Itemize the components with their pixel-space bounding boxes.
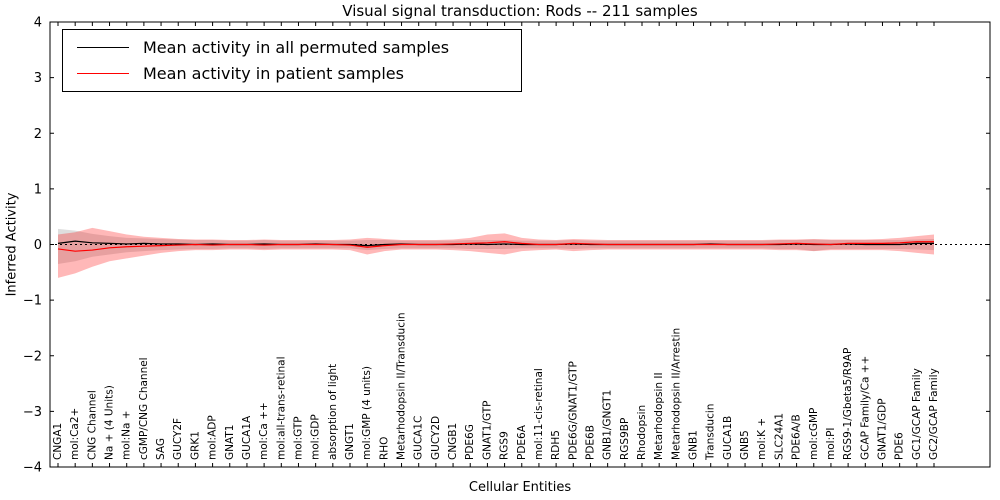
x-tick-label: GNAT1/GDP	[876, 398, 888, 460]
x-tick-label: RDH5	[550, 430, 562, 460]
y-tick-label: 3	[34, 71, 42, 86]
x-tick-label: Rhodopsin	[636, 405, 648, 460]
x-tick-label: GNAT1/GTP	[481, 401, 493, 460]
x-tick-label: mol:ADP	[207, 415, 219, 460]
x-tick-label: mol:11-cis-retinal	[533, 368, 545, 460]
y-tick-label: −4	[23, 461, 42, 476]
x-tick-label: RGS9	[499, 431, 511, 460]
x-tick-label: RGS9-1/Gbeta5/R9AP	[842, 348, 854, 460]
x-axis-label: Cellular Entities	[468, 480, 572, 495]
x-tick-label: GNB1/GNGT1	[602, 390, 614, 460]
x-tick-label: GRK1	[189, 431, 201, 460]
x-tick-label: GUCY2D	[430, 416, 442, 460]
confidence-band-0	[58, 228, 934, 264]
x-tick-label: GUCA1A	[241, 415, 253, 460]
x-tick-label: mol:PI	[825, 427, 837, 460]
y-tick-label: −2	[23, 349, 42, 364]
x-tick-label: absorption of light	[327, 364, 339, 460]
x-tick-label: GC1/GCAP Family	[911, 368, 923, 460]
y-tick-label: 0	[34, 238, 42, 253]
x-tick-label: PDE6B	[584, 425, 596, 460]
x-tick-label: PDE6	[894, 432, 906, 460]
x-tick-label: Transducin	[705, 404, 717, 461]
x-tick-label: mol:Ca2+	[69, 408, 81, 460]
x-tick-label: Na + (4 Units)	[104, 385, 116, 460]
x-tick-label: cGMP/CNG Channel	[138, 357, 150, 460]
x-tick-label: mol:cGMP	[808, 408, 820, 460]
x-tick-label: mol:K +	[756, 418, 768, 460]
x-tick-label: CNG Channel	[86, 390, 98, 460]
y-tick-label: 2	[34, 127, 42, 142]
x-tick-label: GCAP Family/Ca ++	[859, 356, 871, 460]
x-tick-label: GUCA1B	[722, 416, 734, 460]
legend: Mean activity in all permuted samples Me…	[62, 29, 523, 92]
x-tick-label: mol:GDP	[310, 414, 322, 460]
legend-label-patient: Mean activity in patient samples	[143, 64, 404, 83]
red-line-swatch	[77, 73, 129, 74]
x-tick-label: mol:Ca ++	[258, 402, 270, 460]
x-tick-label: GNGT1	[344, 423, 356, 460]
y-tick-label: 1	[34, 182, 42, 197]
x-tick-label: CNGB1	[447, 423, 459, 460]
black-line-swatch	[77, 47, 129, 48]
x-tick-label: PDE6A/B	[791, 414, 803, 460]
x-tick-label: CNGA1	[52, 423, 64, 460]
chart-title: Visual signal transduction: Rods -- 211 …	[342, 2, 698, 20]
series-line-1	[57, 241, 934, 252]
x-tick-label: GNB5	[739, 430, 751, 460]
x-tick-label: PDE6G	[464, 424, 476, 460]
y-tick-label: −1	[23, 294, 42, 309]
x-tick-label: Metarhodopsin II/Arrestin	[670, 328, 682, 460]
x-tick-label: GNAT1	[224, 425, 236, 460]
x-tick-label: SAG	[155, 438, 167, 460]
legend-label-permuted: Mean activity in all permuted samples	[143, 38, 450, 57]
x-tick-label: mol:GTP	[292, 416, 304, 460]
x-tick-label: PDE6G/GNAT1/GTP	[567, 361, 579, 460]
x-tick-label: Metarhodopsin II/Transducin	[396, 312, 408, 460]
x-tick-label: RHO	[378, 437, 390, 460]
x-tick-label: GNB1	[688, 430, 700, 460]
x-tick-label: GUCY2F	[172, 418, 184, 460]
y-tick-label: −3	[23, 405, 42, 420]
x-tick-label: GUCA1C	[413, 416, 425, 460]
x-tick-label: mol:Na +	[121, 410, 133, 460]
x-tick-label: mol:all-trans-retinal	[275, 356, 287, 460]
confidence-band-1	[58, 227, 934, 278]
x-tick-label: SLC24A1	[773, 413, 785, 460]
y-tick-label: 4	[34, 16, 42, 31]
legend-item-patient: Mean activity in patient samples	[77, 64, 507, 83]
x-tick-label: mol:GMP (4 units)	[361, 366, 373, 460]
x-tick-label: GC2/GCAP Family	[928, 368, 940, 460]
x-tick-label: Metarhodopsin II	[653, 372, 665, 460]
x-tick-label: PDE6A	[516, 424, 528, 460]
x-tick-label: RGS9BP	[619, 418, 631, 460]
legend-item-permuted: Mean activity in all permuted samples	[77, 38, 507, 57]
